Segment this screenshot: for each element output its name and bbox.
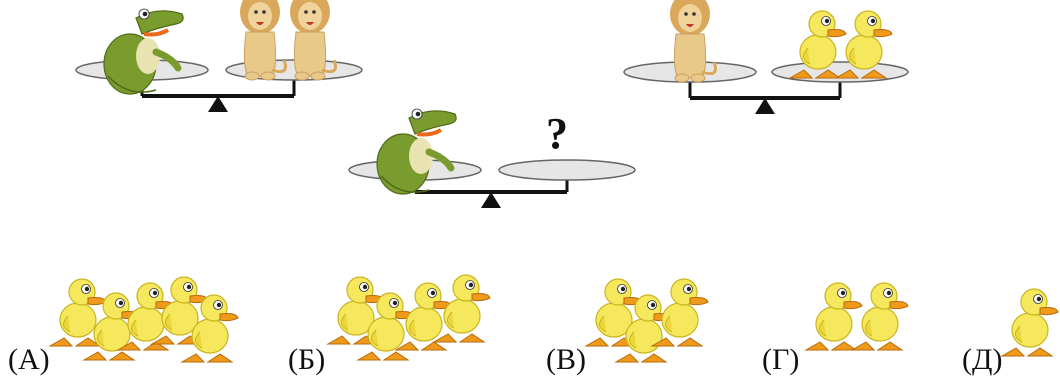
- right-plate: [771, 61, 909, 83]
- duck-icon: [851, 282, 909, 351]
- option-g-ducks[interactable]: [805, 262, 916, 372]
- option-a-ducks[interactable]: [49, 262, 240, 372]
- option-label-g[interactable]: (Г): [762, 343, 800, 376]
- option-label-v[interactable]: (В): [546, 343, 586, 376]
- option-label-d[interactable]: (Д): [962, 343, 1003, 376]
- scale-crocodile-vs-two-lions: [75, 0, 363, 112]
- option-d-ducks[interactable]: [1001, 270, 1060, 370]
- scale-crocodile-vs-question: [348, 100, 636, 208]
- option-b-ducks[interactable]: [327, 260, 500, 372]
- crocodile-icon: [104, 9, 183, 94]
- duck-icon: [805, 282, 863, 351]
- option-v-ducks[interactable]: [585, 262, 720, 372]
- scale-lion-vs-two-ducks: [623, 0, 909, 114]
- option-label-b[interactable]: (Б): [288, 343, 326, 376]
- crocodile-icon: [377, 109, 456, 194]
- option-label-a[interactable]: (А): [8, 343, 50, 376]
- duck-icon: [1001, 288, 1059, 357]
- question-mark: ?: [546, 109, 568, 158]
- right-plate: [498, 159, 636, 181]
